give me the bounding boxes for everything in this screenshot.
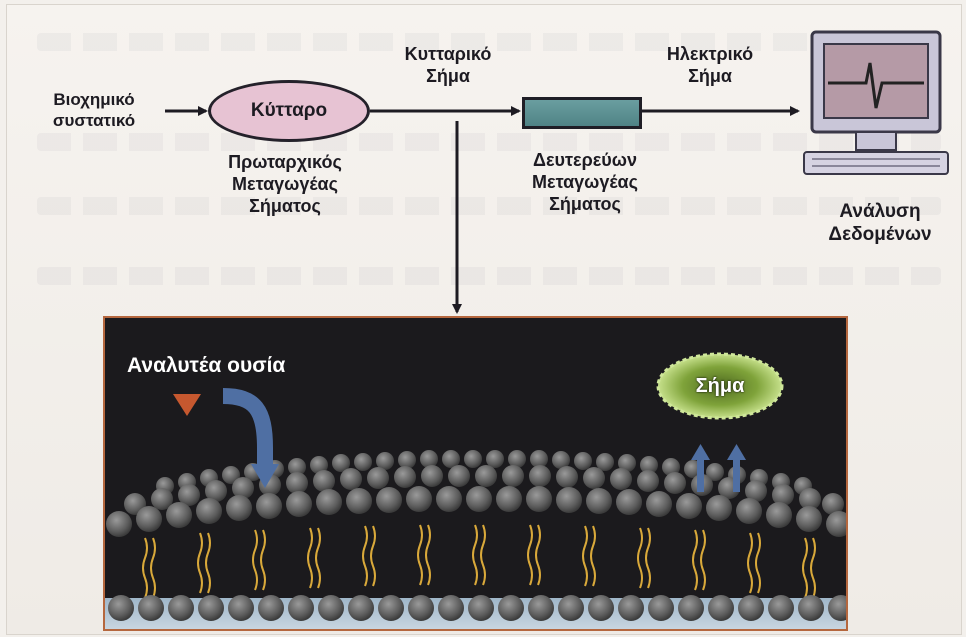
cell-node: Κύτταρο bbox=[208, 80, 370, 142]
analyte-triangle-icon bbox=[173, 394, 201, 416]
cell-label: Κύτταρο bbox=[251, 100, 327, 122]
secondary-transducer-box bbox=[522, 97, 642, 129]
membrane-inset-panel: Αναλυτέα ουσία bbox=[103, 316, 848, 631]
data-analysis-label: Ανάλυση Δεδομένων bbox=[800, 200, 960, 246]
input-label: Βιοχημικό συστατικό bbox=[24, 90, 164, 131]
signal-badge: Σήμα bbox=[658, 354, 782, 418]
primary-transducer-label: Πρωταρχικός Μεταγωγέας Σήματος bbox=[190, 152, 380, 218]
lipid-tails bbox=[143, 525, 815, 598]
binding-arrow-icon bbox=[223, 396, 265, 468]
secondary-transducer-label: Δευτερεύων Μεταγωγέας Σήματος bbox=[490, 150, 680, 216]
signal-badge-label: Σήμα bbox=[658, 354, 782, 418]
electric-signal-label: Ηλεκτρικό Σήμα bbox=[630, 44, 790, 88]
computer-monitor-icon bbox=[798, 28, 958, 198]
cellular-signal-label: Κυτταρικό Σήμα bbox=[368, 44, 528, 88]
